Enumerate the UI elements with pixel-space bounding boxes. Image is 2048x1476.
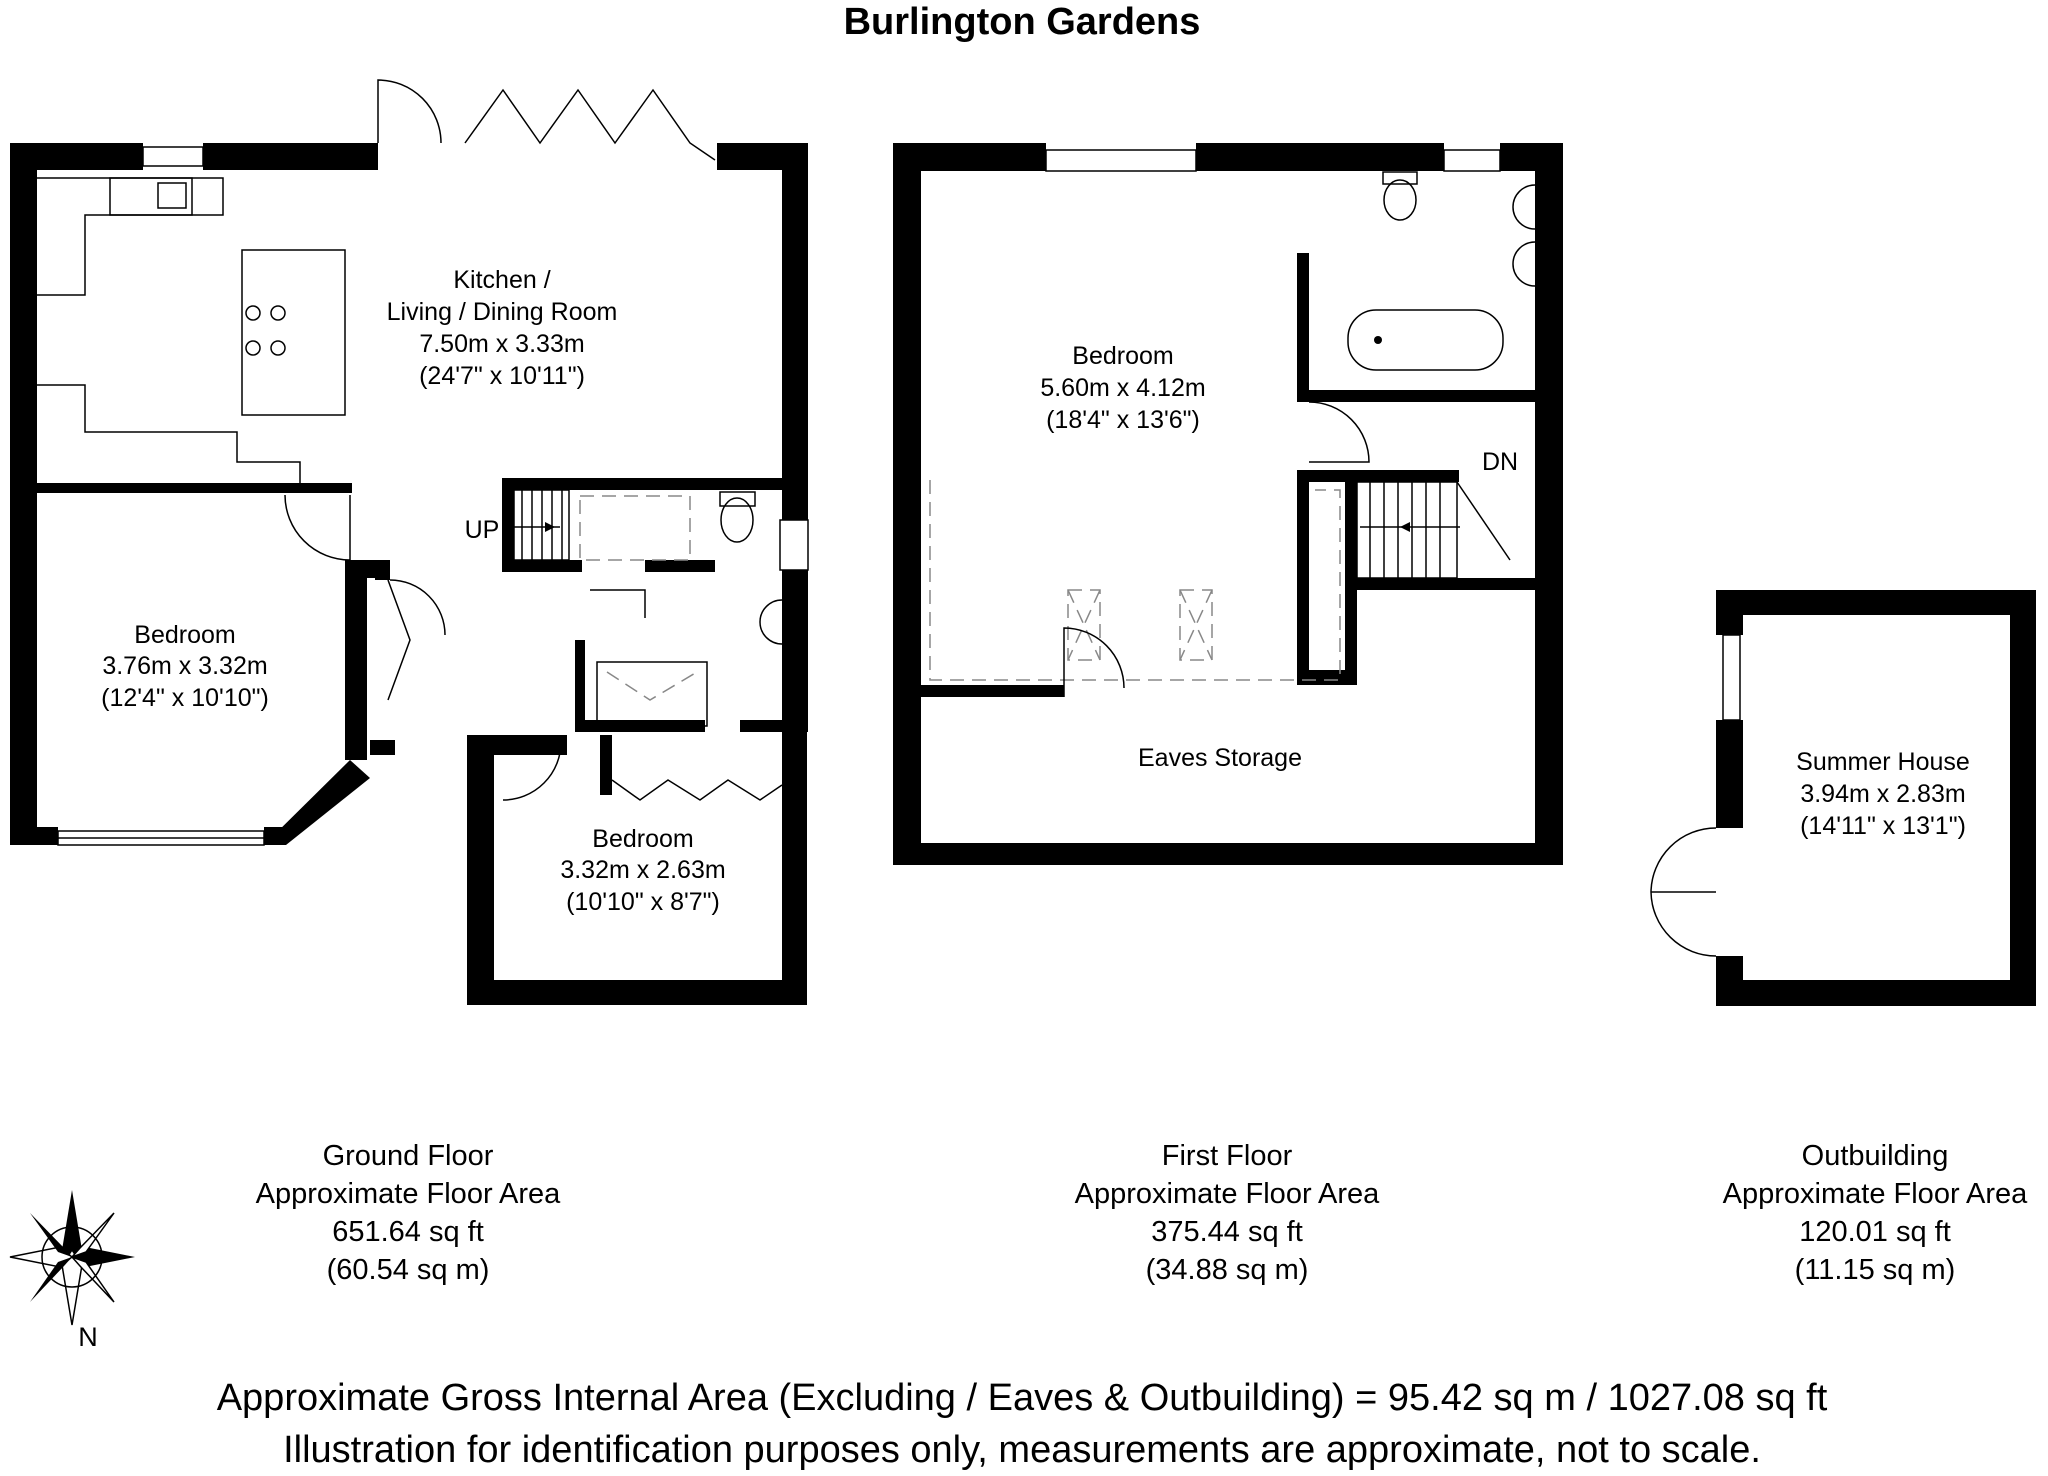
svg-text:First Floor: First Floor	[1162, 1140, 1293, 1172]
svg-text:120.01 sq ft: 120.01 sq ft	[1799, 1216, 1951, 1248]
ground-floor-plan	[10, 79, 809, 1005]
svg-text:3.76m x 3.32m: 3.76m x 3.32m	[102, 652, 267, 680]
eaves-storage-label: Eaves Storage	[1138, 744, 1302, 772]
svg-text:(10'10" x 8'7"): (10'10" x 8'7")	[566, 888, 720, 916]
first-floor-plan	[893, 143, 1563, 865]
first-bedroom-label: Bedroom 5.60m x 4.12m (18'4" x 13'6")	[1040, 342, 1205, 434]
svg-text:Bedroom: Bedroom	[592, 825, 693, 853]
page-title: Burlington Gardens	[844, 1, 1201, 43]
svg-text:7.50m x 3.33m: 7.50m x 3.33m	[419, 330, 584, 358]
svg-text:375.44 sq ft: 375.44 sq ft	[1151, 1216, 1303, 1248]
svg-text:Approximate Floor Area: Approximate Floor Area	[1075, 1178, 1381, 1210]
gross-area-footer: Approximate Gross Internal Area (Excludi…	[217, 1377, 1828, 1419]
outbuilding-plan	[1650, 590, 2036, 1006]
kitchen-label: Kitchen / Living / Dining Room 7.50m x 3…	[387, 266, 618, 390]
svg-text:(11.15 sq m): (11.15 sq m)	[1795, 1254, 1956, 1286]
svg-text:Kitchen /: Kitchen /	[453, 266, 550, 294]
svg-text:Approximate Floor Area: Approximate Floor Area	[1723, 1178, 2029, 1210]
svg-text:Summer House: Summer House	[1796, 748, 1970, 776]
svg-text:(34.88 sq m): (34.88 sq m)	[1146, 1254, 1309, 1286]
svg-text:Ground Floor: Ground Floor	[323, 1140, 494, 1172]
stairs-down-label: DN	[1482, 448, 1518, 476]
svg-text:5.60m x 4.12m: 5.60m x 4.12m	[1040, 374, 1205, 402]
svg-text:Outbuilding: Outbuilding	[1802, 1140, 1949, 1172]
svg-text:Approximate Floor Area: Approximate Floor Area	[256, 1178, 562, 1210]
compass-rose-icon	[9, 1190, 135, 1326]
svg-text:3.32m x 2.63m: 3.32m x 2.63m	[560, 856, 725, 884]
svg-text:(18'4" x 13'6"): (18'4" x 13'6")	[1046, 406, 1200, 434]
svg-text:Bedroom: Bedroom	[134, 621, 235, 649]
outbuilding-area: Outbuilding Approximate Floor Area 120.0…	[1723, 1140, 2029, 1286]
ground-bedroom-right-label: Bedroom 3.32m x 2.63m (10'10" x 8'7")	[560, 825, 725, 916]
ground-floor-area: Ground Floor Approximate Floor Area 651.…	[256, 1140, 562, 1286]
svg-text:(60.54 sq m): (60.54 sq m)	[327, 1254, 490, 1286]
svg-text:Bedroom: Bedroom	[1072, 342, 1173, 370]
svg-text:3.94m x 2.83m: 3.94m x 2.83m	[1800, 780, 1965, 808]
svg-text:Living / Dining Room: Living / Dining Room	[387, 298, 618, 326]
first-floor-area: First Floor Approximate Floor Area 375.4…	[1075, 1140, 1381, 1286]
svg-text:(14'11" x 13'1"): (14'11" x 13'1")	[1800, 812, 1966, 840]
summer-house-label: Summer House 3.94m x 2.83m (14'11" x 13'…	[1796, 748, 1970, 840]
svg-text:(12'4" x 10'10"): (12'4" x 10'10")	[101, 684, 269, 712]
svg-text:651.64 sq ft: 651.64 sq ft	[332, 1216, 484, 1248]
compass-north-label: N	[78, 1322, 98, 1352]
svg-text:(24'7" x 10'11"): (24'7" x 10'11")	[419, 362, 585, 390]
ground-bedroom-left-label: Bedroom 3.76m x 3.32m (12'4" x 10'10")	[101, 621, 269, 712]
stairs-up-label: UP	[465, 516, 500, 544]
disclaimer-footer: Illustration for identification purposes…	[283, 1429, 1761, 1471]
